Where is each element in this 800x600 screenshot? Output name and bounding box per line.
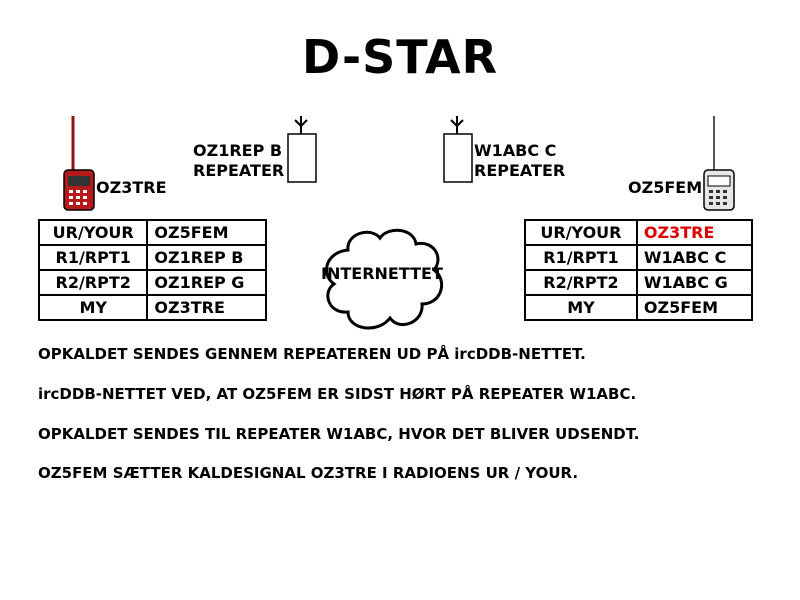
- repeater-antenna-icon: [443, 116, 473, 183]
- table-key: MY: [524, 294, 638, 321]
- table-row: R1/RPT1 W1ABC C: [524, 244, 754, 271]
- table-key: R2/RPT2: [37, 269, 149, 296]
- table-row: R2/RPT2 OZ1REP G: [37, 269, 267, 296]
- note-line: ircDDB-NETTET VED, AT OZ5FEM ER SIDST HØ…: [38, 385, 637, 403]
- left-repeater-call: OZ1REP B: [193, 141, 283, 160]
- right-repeater-label: W1ABC C REPEATER: [474, 141, 565, 181]
- right-repeater-type: REPEATER: [474, 161, 566, 180]
- table-row: MY OZ5FEM: [524, 294, 754, 321]
- note-line: OZ5FEM SÆTTER KALDESIGNAL OZ3TRE I RADIO…: [38, 464, 579, 482]
- right-config-table: UR/YOUR OZ3TRE R1/RPT1 W1ABC C R2/RPT2 W…: [524, 219, 754, 321]
- table-value: OZ1REP B: [146, 244, 267, 271]
- page-title: D-STAR: [301, 30, 499, 84]
- left-station-callsign: OZ3TRE: [96, 178, 167, 197]
- handheld-radio-red-icon: [63, 116, 95, 211]
- table-key: UR/YOUR: [524, 219, 638, 246]
- table-key: R1/RPT1: [524, 244, 638, 271]
- table-row: R2/RPT2 W1ABC G: [524, 269, 754, 296]
- table-row: UR/YOUR OZ3TRE: [524, 219, 754, 246]
- table-key: MY: [37, 294, 149, 321]
- table-value: OZ1REP G: [146, 269, 267, 296]
- table-key: R1/RPT1: [37, 244, 149, 271]
- note-line: OPKALDET SENDES GENNEM REPEATEREN UD PÅ …: [38, 345, 586, 363]
- left-config-table: UR/YOUR OZ5FEM R1/RPT1 OZ1REP B R2/RPT2 …: [37, 219, 267, 321]
- table-value: OZ5FEM: [635, 294, 754, 321]
- table-key: R2/RPT2: [524, 269, 638, 296]
- left-repeater-type: REPEATER: [193, 161, 285, 180]
- table-value: OZ5FEM: [146, 219, 267, 246]
- handheld-radio-gray-icon: [703, 116, 735, 211]
- right-station-callsign: OZ5FEM: [628, 178, 703, 197]
- table-row: R1/RPT1 OZ1REP B: [37, 244, 267, 271]
- note-line: OPKALDET SENDES TIL REPEATER W1ABC, HVOR…: [38, 425, 640, 443]
- table-row: UR/YOUR OZ5FEM: [37, 219, 267, 246]
- table-key: UR/YOUR: [37, 219, 149, 246]
- table-value: W1ABC C: [635, 244, 754, 271]
- left-repeater-label: OZ1REP B REPEATER: [193, 141, 284, 181]
- repeater-antenna-icon: [287, 116, 317, 183]
- cloud-label: INTERNETTET: [321, 264, 443, 283]
- table-value: W1ABC G: [635, 269, 754, 296]
- table-value: OZ3TRE: [146, 294, 267, 321]
- table-value: OZ3TRE: [635, 219, 754, 246]
- table-row: MY OZ3TRE: [37, 294, 267, 321]
- internet-cloud-icon: [324, 228, 444, 330]
- right-repeater-call: W1ABC C: [474, 141, 557, 160]
